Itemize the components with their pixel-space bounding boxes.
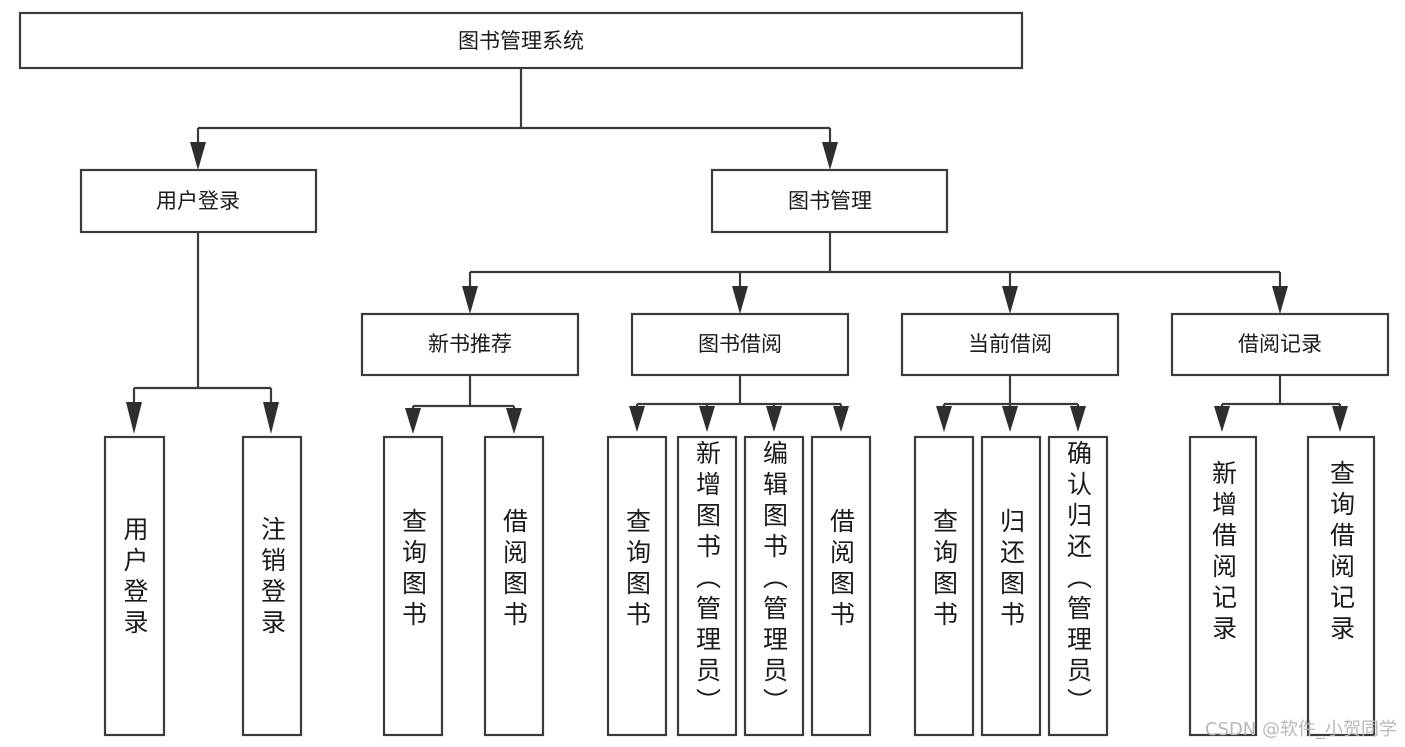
node-leaf-add-record-box[interactable] <box>1188 435 1258 737</box>
node-book-borrow[interactable]: 图书借阅 <box>630 312 850 377</box>
node-leaf-borrow-book-2-box[interactable] <box>810 435 872 737</box>
edge-group-current-borrow-to-leaves <box>936 375 1086 432</box>
node-leaf-query-book-1-box[interactable] <box>382 435 444 737</box>
node-borrow-record[interactable]: 借阅记录 <box>1170 312 1390 377</box>
arrow-head-leaf-query-book-1 <box>405 408 421 434</box>
arrow-head-leaf-edit-book <box>766 406 782 432</box>
node-book-borrow-label: 图书借阅 <box>698 332 782 356</box>
node-new-book-recommend[interactable]: 新书推荐 <box>360 312 580 377</box>
node-user-login[interactable]: 用户登录 <box>79 168 318 234</box>
arrow-head-leaf-return-book <box>1002 406 1018 432</box>
arrow-head-new-book-recommend <box>462 286 478 314</box>
node-user-login-box[interactable] <box>79 168 318 234</box>
arrow-head-user-login <box>190 142 206 170</box>
node-current-borrow-box[interactable] <box>900 312 1120 377</box>
edge-group-borrow-record-to-leaves <box>1214 375 1348 432</box>
node-leaf-add-book-box[interactable] <box>676 435 738 737</box>
arrow-head-leaf-add-record <box>1214 406 1230 432</box>
arrow-head-leaf-borrow-book-1 <box>506 408 522 434</box>
node-current-borrow-label: 当前借阅 <box>968 332 1052 356</box>
node-leaf-confirm-return-box[interactable] <box>1047 435 1109 737</box>
node-leaf-query-record-box[interactable] <box>1306 435 1376 737</box>
node-root-box[interactable] <box>18 11 1024 70</box>
node-borrow-record-label: 借阅记录 <box>1238 332 1322 356</box>
arrow-head-leaf-confirm-return <box>1070 406 1086 432</box>
node-book-manage-label: 图书管理 <box>788 189 872 213</box>
arrow-head-leaf-user-login <box>126 402 142 434</box>
node-leaf-query-book-3-box[interactable] <box>913 435 975 737</box>
node-root[interactable]: 图书管理系统 <box>18 11 1024 70</box>
node-new-book-recommend-label: 新书推荐 <box>428 332 512 356</box>
node-leaf-borrow-book-1-box[interactable] <box>483 435 545 737</box>
node-leaf-user-login-box[interactable] <box>103 435 166 737</box>
edge-group-user-login-to-leaves <box>126 232 279 434</box>
node-leaf-logout-login-box[interactable] <box>241 435 303 737</box>
node-book-borrow-box[interactable] <box>630 312 850 377</box>
edge-group-root-to-level1 <box>190 68 838 170</box>
node-leaf-return-book-box[interactable] <box>980 435 1042 737</box>
arrow-head-book-manage <box>822 142 838 170</box>
node-leaf-query-book-2-box[interactable] <box>606 435 668 737</box>
edge-group-new-book-recommend-to-leaves <box>405 375 522 434</box>
edge-group-book-manage-to-level2 <box>462 232 1288 314</box>
arrow-head-leaf-query-book-2 <box>629 406 645 432</box>
node-book-manage[interactable]: 图书管理 <box>710 168 949 234</box>
node-borrow-record-box[interactable] <box>1170 312 1390 377</box>
arrow-head-borrow-record <box>1272 286 1288 314</box>
node-leaf-edit-book-box[interactable] <box>743 435 805 737</box>
arrow-head-leaf-add-book <box>699 406 715 432</box>
arrow-head-leaf-query-record <box>1332 406 1348 432</box>
node-root-label: 图书管理系统 <box>458 29 584 53</box>
arrow-head-leaf-query-book-3 <box>936 406 952 432</box>
node-new-book-recommend-box[interactable] <box>360 312 580 377</box>
edge-group-book-borrow-to-leaves <box>629 375 849 432</box>
node-current-borrow[interactable]: 当前借阅 <box>900 312 1120 377</box>
node-book-manage-box[interactable] <box>710 168 949 234</box>
arrow-head-current-borrow <box>1002 286 1018 314</box>
arrow-head-book-borrow <box>732 286 748 314</box>
arrow-head-leaf-borrow-book-2 <box>833 406 849 432</box>
node-user-login-label: 用户登录 <box>156 189 240 213</box>
arrow-head-leaf-logout-login <box>263 402 279 434</box>
